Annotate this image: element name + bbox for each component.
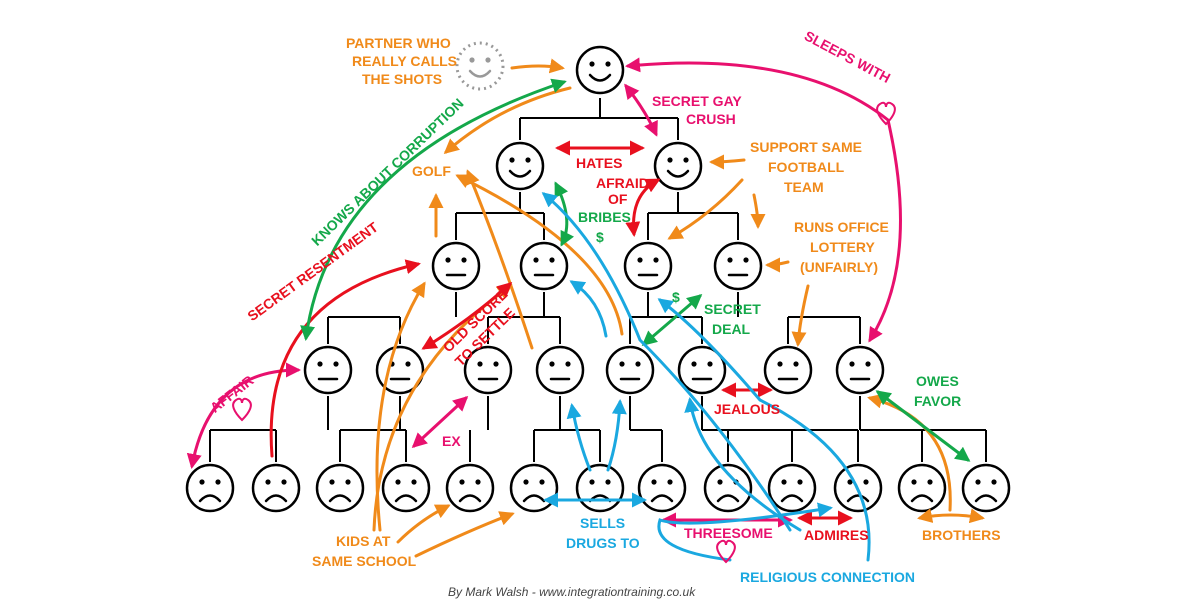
arrow-afraid-of: [625, 178, 661, 237]
label-owes-2: FAVOR: [914, 393, 961, 409]
neutral-face-icon: [431, 241, 481, 291]
label-partner-2: REALLY CALLS: [352, 53, 457, 69]
neutral-face-icon: [677, 345, 727, 395]
arrow-ex: [411, 395, 469, 449]
tree-line-l4-c: [469, 396, 489, 462]
neutral-face-icon: [713, 241, 763, 291]
tree-line-l3-a: [327, 292, 457, 344]
arrow-kids-school-3: [396, 504, 451, 544]
arrow-lottery-1: [765, 257, 790, 273]
arrow-support-team-1: [709, 154, 746, 170]
arrow-secret-deal: [641, 294, 703, 346]
neutral-face-icon: [763, 345, 813, 395]
sad-face-icon: [961, 463, 1011, 513]
tree-line-l4-f: [701, 396, 859, 462]
dotted-happy-face-icon: [455, 41, 505, 91]
neutral-face-icon: [835, 345, 885, 395]
label-kids-2: SAME SCHOOL: [312, 553, 417, 569]
arrow-sells-drugs-1: [566, 403, 592, 472]
label-ex: EX: [442, 433, 461, 449]
label-threesome: THREESOME: [684, 525, 773, 541]
arrow-support-team-3: [750, 193, 766, 229]
label-brothers: BROTHERS: [922, 527, 1001, 543]
sad-face-icon: [767, 463, 817, 513]
label-dollar-deal: $: [672, 289, 680, 305]
heart-icon: [716, 539, 736, 564]
arrow-religious-3: [541, 192, 792, 532]
sad-face-icon: [703, 463, 753, 513]
arrow-brothers: [917, 508, 985, 524]
arrow-boss-to-golf: [443, 86, 572, 154]
sad-face-icon: [445, 463, 495, 513]
happy-face-icon: [495, 141, 545, 191]
label-bribes: BRIBES: [578, 209, 631, 225]
label-partner-1: PARTNER WHO: [346, 35, 451, 51]
label-secret-gay-2: CRUSH: [686, 111, 736, 127]
label-golf: GOLF: [412, 163, 451, 179]
sad-face-icon: [315, 463, 365, 513]
heart-icon: [876, 101, 896, 126]
arrow-kids-school-4: [414, 511, 515, 558]
label-secret-gay-1: SECRET GAY: [652, 93, 742, 109]
label-sells-2: DRUGS TO: [566, 535, 640, 551]
sad-face-icon: [185, 463, 235, 513]
label-partner-3: THE SHOTS: [362, 71, 442, 87]
neutral-face-icon: [605, 345, 655, 395]
arrow-sleeps-with: [625, 57, 902, 343]
label-jealous: JEALOUS: [714, 401, 780, 417]
credit-text: By Mark Walsh - www.integrationtraining.…: [448, 585, 696, 599]
tree-line-l1-l2: [519, 98, 679, 140]
tree-line-l4-e: [629, 396, 663, 462]
sad-face-icon: [381, 463, 431, 513]
arrow-religious-1: [657, 502, 833, 562]
labels: PARTNER WHO REALLY CALLS THE SHOTS SECRE…: [207, 27, 1001, 599]
label-dollar-bribes: $: [596, 229, 604, 245]
label-lottery-2: LOTTERY: [810, 239, 875, 255]
tree-line-l3-c: [629, 292, 703, 344]
neutral-face-icon: [303, 345, 353, 395]
label-admires: ADMIRES: [804, 527, 869, 543]
label-support-2: FOOTBALL: [768, 159, 845, 175]
neutral-face-icon: [623, 241, 673, 291]
arrow-religious-2: [657, 298, 871, 562]
sad-face-icon: [897, 463, 947, 513]
label-afraid-1: AFRAID: [596, 175, 649, 191]
arrow-knows-corruption: [300, 78, 567, 341]
label-sells-1: SELLS: [580, 515, 625, 531]
label-support-3: TEAM: [784, 179, 824, 195]
label-afraid-2: OF: [608, 191, 628, 207]
faces-layer: [185, 41, 1011, 513]
arrow-sells-drugs-2: [606, 399, 627, 472]
arrow-affair: [186, 362, 301, 469]
happy-face-icon: [653, 141, 703, 191]
sad-face-icon: [637, 463, 687, 513]
sad-face-icon: [575, 463, 625, 513]
relationship-arrows: [186, 57, 985, 562]
arrow-owes-favor: [875, 390, 971, 462]
sad-face-icon: [251, 463, 301, 513]
neutral-face-icon: [519, 241, 569, 291]
label-secret-deal-1: SECRET: [704, 301, 761, 317]
tree-line-l4-d: [533, 396, 601, 462]
label-religious: RELIGIOUS CONNECTION: [740, 569, 915, 585]
label-hates: HATES: [576, 155, 622, 171]
arrow-lottery-2: [791, 284, 810, 347]
label-kids-1: KIDS AT: [336, 533, 391, 549]
happy-face-icon: [575, 45, 625, 95]
label-lottery-3: (UNFAIRLY): [800, 259, 878, 275]
label-support-1: SUPPORT SAME: [750, 139, 862, 155]
label-lottery-1: RUNS OFFICE: [794, 219, 889, 235]
sad-face-icon: [509, 463, 559, 513]
heart-icon: [232, 397, 252, 422]
arrow-religious-4: [684, 397, 802, 532]
label-owes-1: OWES: [916, 373, 959, 389]
arrow-religious-5: [569, 280, 608, 338]
arrow-partner-to-boss: [510, 58, 565, 74]
label-sleeps-with: SLEEPS WITH: [802, 27, 893, 86]
label-secret-deal-2: DEAL: [712, 321, 751, 337]
neutral-face-icon: [535, 345, 585, 395]
